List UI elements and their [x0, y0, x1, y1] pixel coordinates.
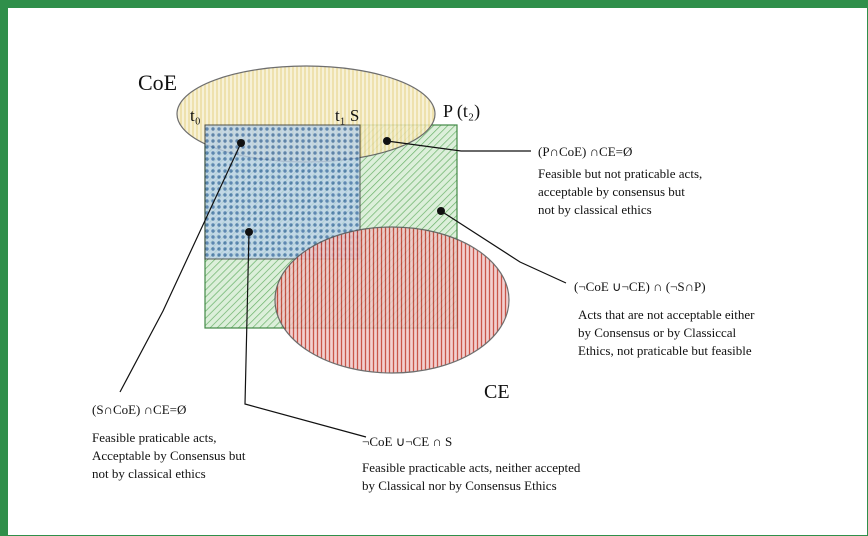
leader-line-2 [440, 210, 567, 284]
leader-line-4 [244, 231, 367, 438]
annotation-1-formula: (P∩CoE) ∩CE=Ø [538, 144, 632, 159]
annotation-4-line-2: by Classical nor by Consensus Ethics [362, 478, 557, 493]
annotation-2-line-1: Acts that are not acceptable either [578, 307, 755, 322]
annotation-1-line-1: Feasible but not praticable acts, [538, 166, 702, 181]
annotation-4-line-1: Feasible practicable acts, neither accep… [362, 460, 581, 475]
annotation-2-formula: (¬CoE ∪¬CE) ∩ (¬S∩P) [574, 279, 706, 294]
annotation-1-line-3: not by classical ethics [538, 202, 652, 217]
set-ce-ellipse [274, 226, 510, 374]
label-t0: t₀ [190, 106, 201, 125]
annotation-3-formula: (S∩CoE) ∩CE=Ø [92, 402, 186, 417]
annotation-3-line-1: Feasible praticable acts, [92, 430, 217, 445]
label-p-t2: P (t₂) [443, 101, 480, 122]
label-coe: CoE [138, 70, 177, 95]
leader-line-1 [386, 140, 531, 152]
label-ce: CE [484, 381, 510, 403]
annotation-4-formula: ¬CoE ∪¬CE ∩ S [362, 434, 452, 449]
annotation-2-line-2: by Consensus or by Classiccal [578, 325, 737, 340]
label-t1-s: t₁ S [335, 106, 359, 125]
annotation-3-line-3: not by classical ethics [92, 466, 206, 481]
annotation-1-line-2: acceptable by consensus but [538, 184, 685, 199]
leader-line-3 [119, 142, 242, 393]
annotation-2-line-3: Ethics, not praticable but feasible [578, 343, 752, 358]
annotation-3-line-2: Acceptable by Consensus but [92, 448, 246, 463]
